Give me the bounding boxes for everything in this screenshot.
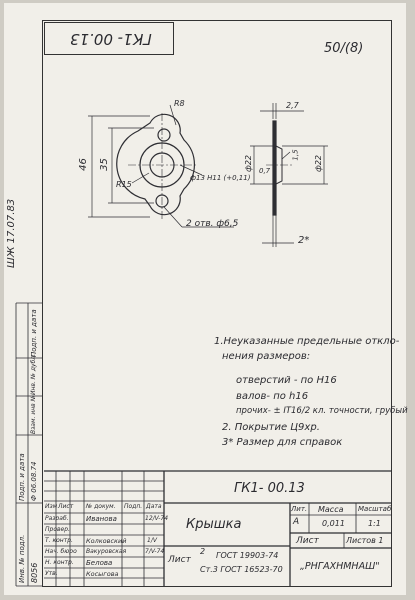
drawing-svg	[15, 103, 392, 587]
dim-holes: 2 отв. ф6,5	[186, 219, 239, 229]
mass-value: 0,011	[322, 519, 345, 528]
margin-label-3: Взам. инв №	[30, 395, 37, 434]
note-shafts: валов- по h16	[236, 391, 309, 402]
material-line2: Ст.3 ГОСТ 16523-70	[200, 565, 283, 574]
note-coating: 2. Покрытие Ц9хр.	[222, 422, 320, 433]
dim-r8: R8	[174, 99, 185, 108]
note-other: прочих- ± IT16/2 кл. точности, грубый	[236, 406, 408, 416]
organization: „РНГАХНМНАШ"	[300, 561, 380, 572]
name-4: Белова	[86, 559, 113, 567]
note-ref: 3* Размер для справок	[222, 437, 343, 448]
designation: ГК1- 00.13	[234, 481, 305, 496]
margin-label-5: Инв. № подл.	[18, 534, 26, 583]
rev-col-izm: Изм	[45, 503, 58, 510]
material-line1: ГОСТ 19903-74	[216, 551, 279, 560]
sheet-label: Лист	[296, 536, 319, 546]
corner-mark: 50/(8)	[324, 41, 364, 56]
top-code-box	[44, 22, 174, 55]
dim-1-5: 1,5	[291, 149, 300, 161]
dim-r15: R15	[116, 180, 132, 189]
name-5: Косыгова	[86, 570, 119, 578]
dim-35: 35	[98, 158, 110, 171]
rev-col-sign: Подп.	[124, 503, 143, 510]
dim-d22-right: ф22	[314, 154, 324, 173]
margin-value-inv: 8056	[30, 562, 39, 583]
part-name: Крышка	[186, 517, 242, 532]
flange-outline	[116, 113, 196, 216]
name-1: Иванова	[86, 515, 117, 523]
date-1: 12/V-74	[145, 515, 169, 522]
rev-col-date: Дата	[146, 503, 162, 510]
role-4: Нач. бюро	[45, 548, 77, 555]
lit-value: А	[293, 517, 300, 527]
material-num: 2	[200, 547, 206, 556]
mass-header: Масса	[318, 505, 344, 514]
dim-star: 2*	[298, 235, 310, 246]
dim-d22-left: ф22	[244, 154, 254, 173]
lit-header: Лит.	[291, 505, 308, 513]
note-1b: нения размеров:	[222, 351, 311, 362]
role-2: Провер.	[45, 526, 70, 533]
name-3: Вакуровская	[86, 548, 127, 555]
name-2: Колковский	[86, 537, 127, 545]
side-plate	[272, 120, 277, 216]
sheet-label-left: Лист	[168, 555, 191, 565]
role-6: Утв.	[45, 570, 58, 577]
drawing-sheet: ГК1- 00.13 50/(8) ШЖ 17.07.83	[4, 3, 408, 595]
date-3: 7/V-74	[145, 548, 165, 555]
drawing-frame	[42, 20, 392, 587]
sheets-label: Листов 1	[346, 536, 384, 545]
margin-label-2: Инв. № дубл.	[30, 353, 37, 395]
note-1: 1.Неуказанные предельные откло-	[214, 336, 400, 347]
scale-value: 1:1	[368, 519, 381, 528]
note-holes: отверстий - по Н16	[236, 375, 337, 386]
role-1: Разраб.	[45, 515, 69, 522]
dim-bore: ф13 Н11 (+0,11)	[190, 174, 251, 182]
rev-col-doc: № докум.	[86, 503, 116, 510]
margin-value-date: Ф 06.08.74	[30, 461, 38, 501]
scale-header: Масштаб	[358, 505, 392, 513]
hole-top	[157, 128, 171, 142]
margin-label-4: Подп. и дата	[18, 453, 26, 501]
role-5: Н. контр.	[45, 559, 74, 566]
role-3: Т. контр.	[45, 537, 73, 544]
margin-label-1: Подп. и дата	[30, 309, 38, 357]
rev-col-list: Лист	[58, 503, 74, 510]
dim-46: 46	[77, 158, 89, 171]
date-2: 1/V	[147, 537, 157, 544]
dim-0-7: 0,7	[259, 167, 271, 175]
dim-2-7: 2,7	[286, 101, 299, 110]
